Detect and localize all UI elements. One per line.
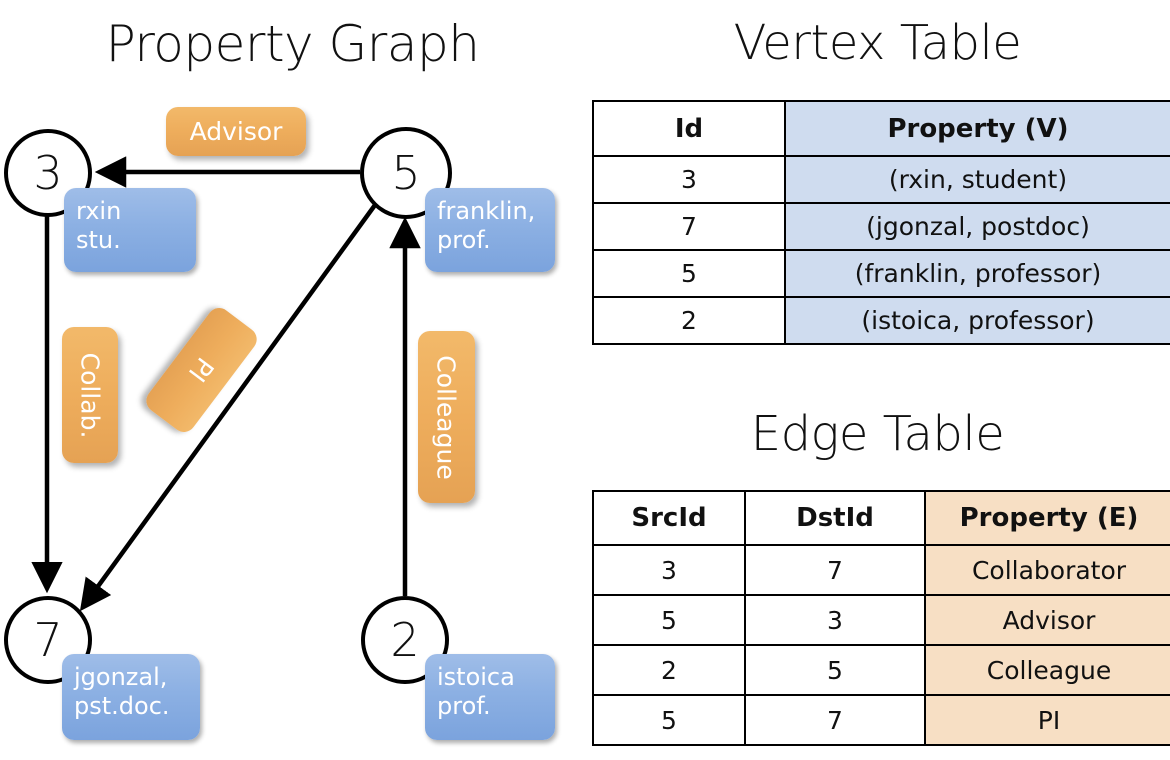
edge-row-1-src: 5 [592, 594, 746, 646]
table-row: 5 (franklin, professor) [592, 249, 1170, 298]
graph-node-3-label: 3 [33, 146, 63, 200]
edge-label-pi-text: PI [183, 352, 220, 388]
edge-table-header-property: Property (E) [924, 490, 1170, 546]
edge-table-header-row: SrcId DstId Property (E) [592, 490, 1170, 546]
edge-label-advisor-text: Advisor [189, 117, 283, 146]
vertex-table-header-row: Id Property (V) [592, 100, 1170, 157]
vertex-row-3-id: 2 [592, 296, 786, 345]
edge-label-advisor: Advisor [166, 107, 306, 156]
edge-label-collab: Collab. [62, 327, 118, 463]
graph-node-7-label: 7 [33, 613, 63, 667]
edge-row-3-dst: 7 [744, 694, 926, 746]
edge-row-2-property: Colleague [924, 644, 1170, 696]
node-property-chip-rxin: rxin stu. [64, 188, 196, 272]
page-title-property-graph: Property Graph [105, 15, 480, 73]
edge-5-to-7-pi [79, 203, 377, 612]
table-row: 3 (rxin, student) [592, 155, 1170, 204]
edge-label-colleague-text: Colleague [432, 354, 462, 480]
table-row: 2 (istoica, professor) [592, 296, 1170, 345]
node-property-chip-istoica: istoica prof. [425, 654, 555, 740]
vertex-table-header-id: Id [592, 100, 786, 157]
table-row: 2 5 Colleague [592, 644, 1170, 696]
edge-row-3-property: PI [924, 694, 1170, 746]
edge-table-header-dstid: DstId [744, 490, 926, 546]
page-title-edge-table: Edge Table [750, 406, 1005, 462]
edge-table: SrcId DstId Property (E) 3 7 Collaborato… [592, 490, 1170, 746]
table-row: 5 3 Advisor [592, 594, 1170, 646]
edge-row-2-src: 2 [592, 644, 746, 696]
table-row: 5 7 PI [592, 694, 1170, 746]
table-row: 7 (jgonzal, postdoc) [592, 202, 1170, 251]
vertex-row-3-property: (istoica, professor) [784, 296, 1170, 345]
page-title-vertex-table: Vertex Table [733, 15, 1022, 71]
vertex-row-0-id: 3 [592, 155, 786, 204]
edge-row-3-src: 5 [592, 694, 746, 746]
edge-row-0-dst: 7 [744, 544, 926, 596]
edge-label-collab-text: Collab. [75, 352, 105, 438]
vertex-table: Id Property (V) 3 (rxin, student) 7 (jgo… [592, 100, 1170, 345]
edge-table-header-srcid: SrcId [592, 490, 746, 546]
graph-node-5-label: 5 [391, 146, 421, 200]
graph-edges-svg [31, 156, 421, 612]
node-property-chip-jgonzal: jgonzal, pst.doc. [62, 654, 200, 740]
vertex-row-1-property: (jgonzal, postdoc) [784, 202, 1170, 251]
vertex-row-1-id: 7 [592, 202, 786, 251]
vertex-table-header-property: Property (V) [784, 100, 1170, 157]
table-row: 3 7 Collaborator [592, 544, 1170, 596]
vertex-row-2-property: (franklin, professor) [784, 249, 1170, 298]
edge-row-0-src: 3 [592, 544, 746, 596]
graph-node-2-label: 2 [390, 613, 420, 667]
property-graph-diagram: 3 5 7 2 rxin stu. franklin, prof. jgonza… [4, 107, 555, 740]
node-property-chip-franklin: franklin, prof. [425, 188, 555, 272]
edge-row-2-dst: 5 [744, 644, 926, 696]
vertex-row-0-property: (rxin, student) [784, 155, 1170, 204]
edge-row-1-dst: 3 [744, 594, 926, 646]
vertex-row-2-id: 5 [592, 249, 786, 298]
edge-row-1-property: Advisor [924, 594, 1170, 646]
edge-row-0-property: Collaborator [924, 544, 1170, 596]
graph-node-2[interactable]: 2 [361, 596, 449, 684]
edge-label-colleague: Colleague [418, 331, 475, 503]
